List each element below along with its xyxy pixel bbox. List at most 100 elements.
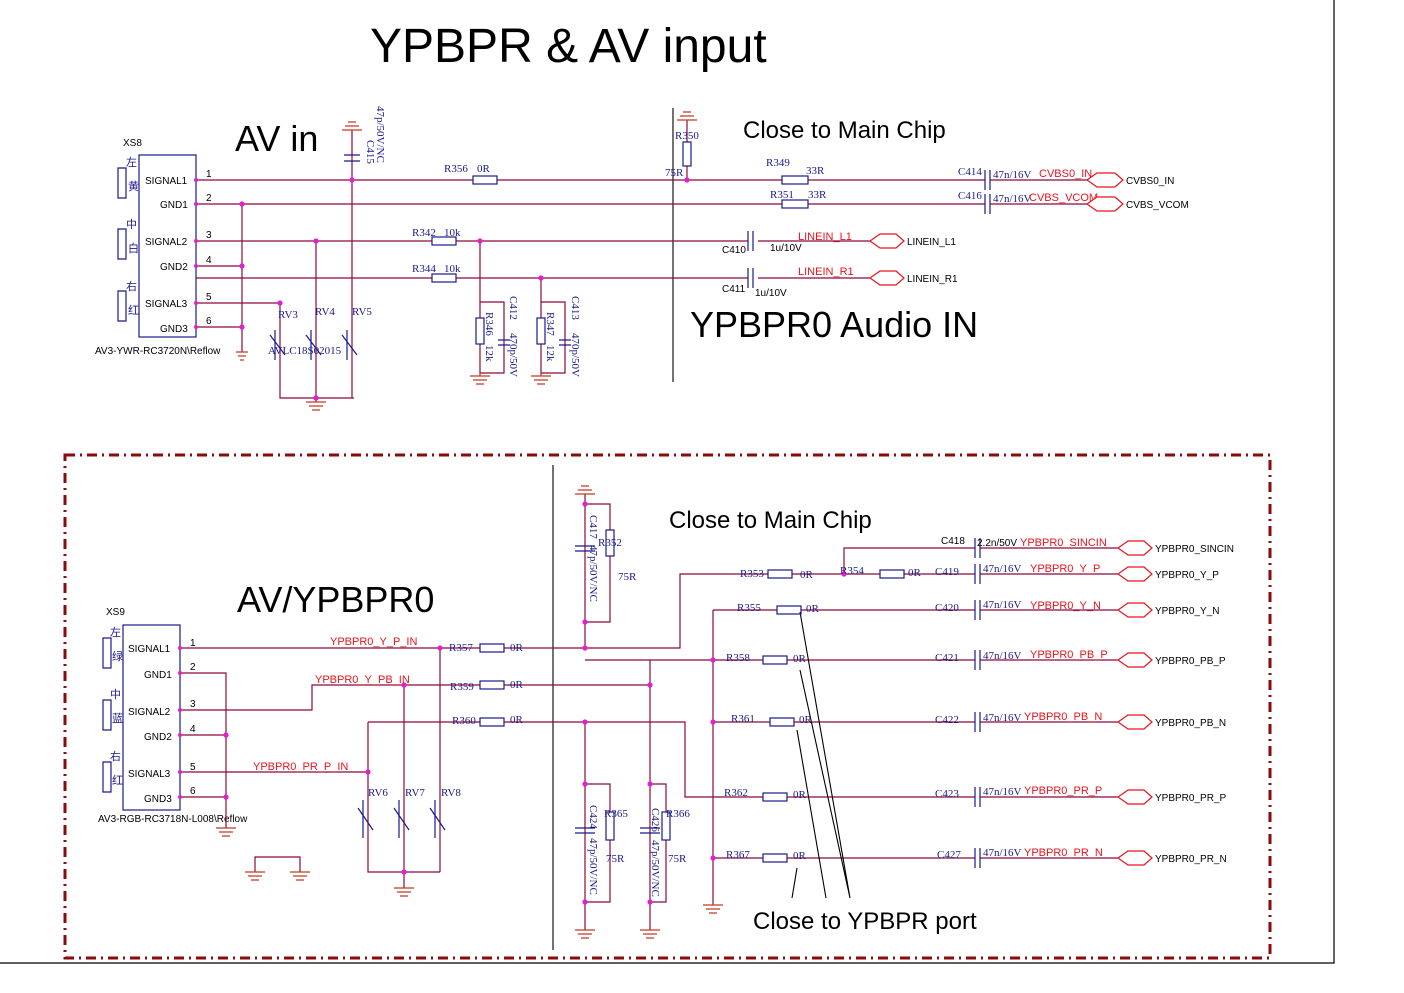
c421-val: 47n/16V: [983, 650, 1022, 662]
connector-xs9: XS9 左 绿 中 蓝 右 红 SIGNAL1 GND1 SIGNAL2 GND…: [98, 607, 248, 825]
r362-val: 0R: [793, 789, 807, 801]
c427-val: 47n/16V: [983, 847, 1022, 859]
c414-val: 47n/16V: [993, 169, 1032, 181]
xs9-num-2: 3: [190, 699, 196, 710]
r360-val: 0R: [510, 714, 524, 726]
xs8-color-2: 中: [126, 218, 137, 231]
xs9-color-1: 绿: [112, 649, 123, 663]
r356-val: 0R: [477, 163, 491, 175]
top-junctions: [194, 177, 690, 401]
section-border: [63, 453, 1272, 960]
r346-val: 12k: [483, 345, 495, 362]
port-linein-r1: LINEIN_R1: [907, 274, 958, 285]
xs8-pin-1: GND1: [160, 200, 188, 211]
xs8-num-0: 1: [206, 169, 212, 180]
xs8-pin-5: GND3: [160, 324, 188, 335]
net-y-p: YPBPR0_Y_P: [1030, 563, 1100, 575]
r356-label: R356: [444, 163, 468, 175]
r366-label: R366: [666, 808, 690, 820]
port-pr-n: YPBPR0_PR_N: [1155, 854, 1227, 865]
r344-label: R344: [412, 263, 436, 275]
c423-val: 47n/16V: [983, 786, 1022, 798]
xs9-color-3: 蓝: [112, 712, 123, 725]
xs8-pin-0: SIGNAL1: [145, 176, 188, 187]
main-title: YPBPR & AV input: [370, 20, 767, 73]
rv3-label: RV3: [278, 309, 298, 321]
c424-label: C424: [587, 805, 599, 829]
bottom-ports: YPBPR0_Y_P_IN YPBPR0_Y_PB_IN YPBPR0_PR_P…: [253, 537, 1234, 866]
c423-label: C423: [935, 788, 959, 800]
r358-label: R358: [726, 652, 750, 664]
c420-label: C420: [935, 602, 959, 614]
c414-label: C414: [958, 166, 982, 178]
rv7-label: RV7: [405, 787, 425, 799]
xs8-color-0: 左: [126, 156, 137, 169]
xs8-color-3: 白: [128, 241, 139, 255]
rv5-label: RV5: [352, 306, 372, 318]
xs8-num-4: 5: [206, 292, 212, 303]
r352-label: R352: [598, 537, 622, 549]
r346-label: R346: [483, 312, 495, 336]
r357-label: R357: [449, 642, 473, 654]
c413-label: C413: [569, 296, 581, 320]
net-linein-r1: LINEIN_R1: [798, 266, 854, 278]
net-cvbs0-in: CVBS0_IN: [1039, 168, 1092, 180]
c416-val: 47n/16V: [993, 193, 1032, 205]
net-pb-n: YPBPR0_PB_N: [1024, 711, 1102, 723]
net-pr-n: YPBPR0_PR_N: [1024, 847, 1103, 859]
r360-label: R360: [452, 715, 476, 727]
c410-val: 1u/10V: [770, 243, 802, 254]
net-cvbs-vcom: CVBS_VCOM: [1029, 192, 1098, 204]
close-port-note: Close to YPBPR port: [753, 908, 977, 935]
r351-val: 33R: [808, 189, 827, 201]
r344-val: 10k: [444, 263, 461, 275]
top-wires: [196, 120, 1087, 402]
c415-val: 47p/50V/NC: [374, 106, 386, 163]
xs8-color-1: 黄: [128, 179, 139, 193]
port-pb-n: YPBPR0_PB_N: [1155, 718, 1226, 729]
xs9-color-4: 右: [110, 749, 121, 763]
port-y-p: YPBPR0_Y_P: [1155, 570, 1219, 581]
net-linein-l1: LINEIN_L1: [798, 231, 852, 243]
c419-label: C419: [935, 566, 959, 578]
r342-val: 10k: [444, 227, 461, 239]
r353-val: 0R: [800, 569, 814, 581]
c424-val: 47p/50V/NC: [587, 838, 599, 895]
r359-label: R359: [450, 681, 474, 693]
r361-val: 0R: [799, 714, 813, 726]
c422-label: C422: [935, 714, 959, 726]
bottom-wires: [180, 494, 1118, 930]
c426-label: C426: [649, 808, 661, 832]
xs9-num-4: 5: [190, 762, 196, 773]
c418-label: C418: [941, 536, 965, 547]
rv6-label: RV6: [368, 787, 388, 799]
top-ports: CVBS0_IN CVBS_VCOM LINEIN_L1 LINEIN_R1 C…: [798, 168, 1189, 286]
xs9-color-5: 红: [112, 774, 123, 787]
net-pb-p: YPBPR0_PB_P: [1030, 649, 1108, 661]
xs8-num-3: 4: [206, 255, 212, 266]
r365-val: 75R: [606, 853, 625, 865]
r358-val: 0R: [793, 653, 807, 665]
r359-val: 0R: [510, 679, 524, 691]
r355-val: 0R: [806, 603, 820, 615]
c418-val: 2.2n/50V: [977, 538, 1017, 549]
xs9-num-0: 1: [190, 638, 196, 649]
xs9-num-3: 4: [190, 724, 196, 735]
r361-label: R361: [731, 713, 755, 725]
net-pr-p: YPBPR0_PR_P: [1024, 785, 1102, 797]
r354-label: R354: [840, 565, 864, 577]
r342-label: R342: [412, 227, 436, 239]
xs8-num-1: 2: [206, 193, 212, 204]
rv-top-val: AVLC18S02015: [268, 345, 342, 357]
xs9-pin-3: GND2: [144, 732, 172, 743]
xs8-pin-3: GND2: [160, 262, 188, 273]
port-y-n: YPBPR0_Y_N: [1155, 606, 1219, 617]
bottom-components: R357 0R R359 0R R360 0R RV6 RV7 RV8 R352…: [357, 515, 1022, 897]
xs8-ref: XS8: [123, 138, 142, 149]
net-sincin: YPBPR0_SINCIN: [1020, 537, 1107, 549]
port-sincin: YPBPR0_SINCIN: [1155, 544, 1234, 555]
c415-label: C415: [364, 140, 376, 164]
xs8-num-2: 3: [206, 230, 212, 241]
c416-label: C416: [958, 190, 982, 202]
r350-val: 75R: [665, 167, 684, 179]
